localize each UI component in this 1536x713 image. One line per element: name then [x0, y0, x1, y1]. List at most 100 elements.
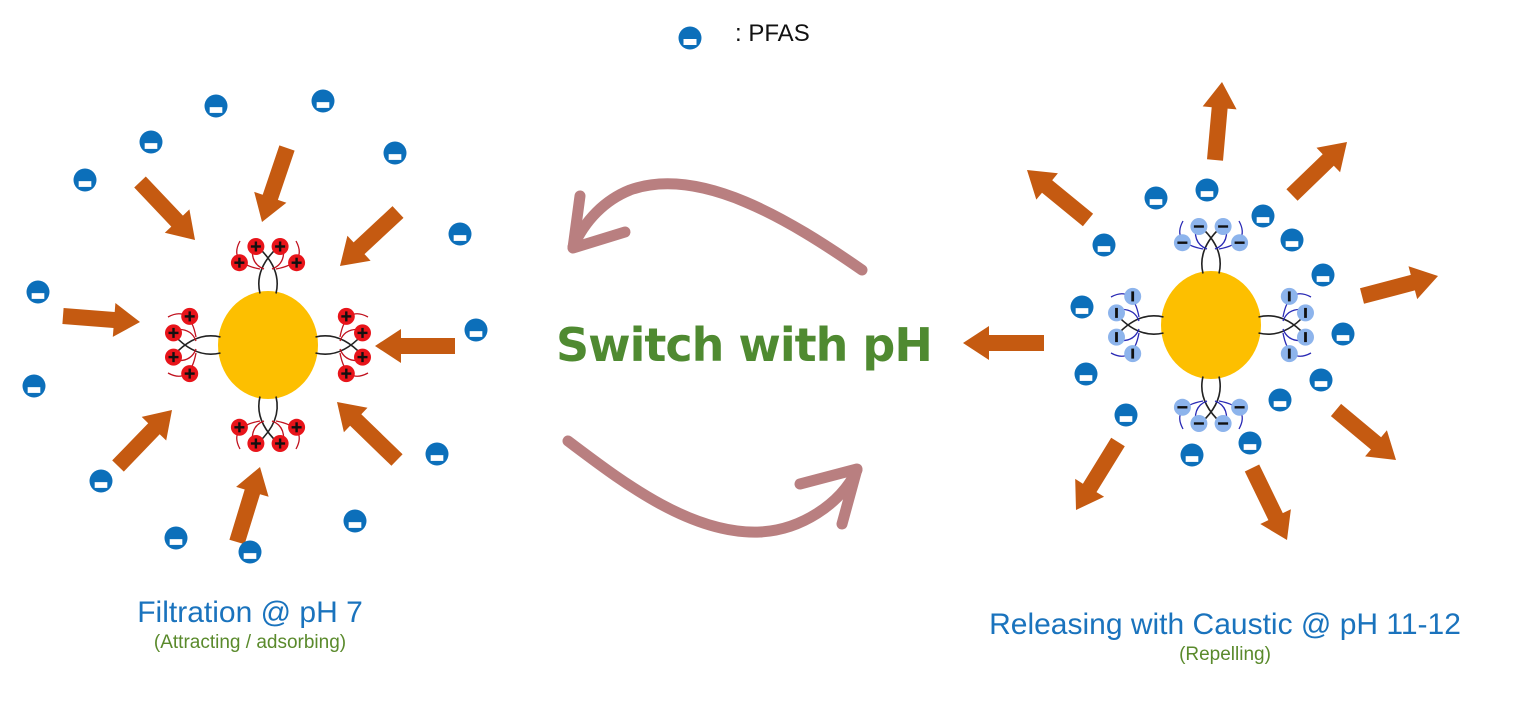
- legend-pfas-icon: [678, 26, 702, 50]
- outward-arrow-icon: [1330, 403, 1396, 460]
- pfas-molecule-icon: [383, 141, 407, 165]
- pfas-molecule-icon: [1251, 204, 1275, 228]
- pfas-molecule-icon: [1074, 362, 1098, 386]
- negative-charge-icon: [1231, 234, 1249, 252]
- pfas-molecule-icon: [164, 526, 188, 550]
- positive-charge-icon: [247, 435, 265, 452]
- pfas-molecule-icon: [238, 540, 262, 564]
- inward-arrow-icon: [112, 410, 172, 472]
- polymer-brush-cluster: [315, 307, 371, 383]
- particle-core: [1161, 271, 1261, 379]
- negative-charge-icon: [1280, 345, 1298, 363]
- positive-charge-icon: [337, 307, 355, 325]
- negative-charge-icon: [1108, 304, 1125, 322]
- positive-charge-icon: [271, 238, 289, 255]
- switch-with-ph-label: Switch with pH: [556, 318, 933, 372]
- right-caption: Releasing with Caustic @ pH 11-12 (Repel…: [945, 608, 1505, 666]
- pfas-molecule-icon: [425, 442, 449, 466]
- pfas-molecule-icon: [1195, 178, 1219, 202]
- positive-charge-icon: [354, 348, 371, 366]
- positive-charge-icon: [247, 238, 265, 255]
- right-pfas-molecules: [1070, 178, 1355, 467]
- outward-arrow-icon: [963, 326, 1044, 360]
- pfas-molecule-icon: [1070, 295, 1094, 319]
- positive-charge-icon: [165, 324, 182, 342]
- positive-charge-icon: [230, 418, 248, 436]
- inward-arrow-icon: [375, 329, 455, 363]
- negative-charge-icon: [1108, 328, 1125, 346]
- outward-arrow-icon: [1360, 266, 1438, 304]
- inward-arrow-icon: [62, 303, 140, 337]
- pfas-molecule-icon: [1114, 403, 1138, 427]
- inward-arrow-icon: [337, 402, 403, 466]
- left-inward-arrows: [62, 145, 455, 545]
- negative-charge-icon: [1231, 398, 1249, 416]
- negative-charge-icon: [1297, 304, 1314, 322]
- negative-charge-icon: [1214, 218, 1232, 235]
- pfas-molecule-icon: [343, 509, 367, 533]
- outward-arrow-icon: [1202, 82, 1237, 161]
- positive-charge-icon: [181, 307, 199, 325]
- pfas-molecule-icon: [464, 318, 488, 342]
- polymer-brush-cluster: [1258, 287, 1314, 363]
- outward-arrow-icon: [1244, 464, 1291, 540]
- right-subtitle: (Repelling): [1179, 644, 1271, 665]
- pfas-molecule-icon: [139, 130, 163, 154]
- polymer-brush-cluster: [230, 238, 306, 294]
- pfas-molecule-icon: [311, 89, 335, 113]
- polymer-brush-cluster: [230, 396, 306, 452]
- negative-charge-icon: [1124, 287, 1142, 305]
- pfas-molecule-icon: [1268, 388, 1292, 412]
- negative-charge-icon: [1173, 234, 1191, 252]
- pfas-molecule-icon: [89, 469, 113, 493]
- cycle-arrow-bottom: [562, 435, 863, 538]
- negative-charge-icon: [1124, 345, 1142, 363]
- positive-charge-icon: [337, 365, 355, 383]
- pfas-molecule-icon: [448, 222, 472, 246]
- pfas-molecule-icon: [22, 374, 46, 398]
- inward-arrow-icon: [229, 467, 269, 545]
- pfas-molecule-icon: [73, 168, 97, 192]
- pfas-molecule-icon: [1331, 322, 1355, 346]
- pfas-molecule-icon: [1144, 186, 1168, 210]
- left-adsorbent-particle: [165, 238, 371, 452]
- positive-charge-icon: [271, 435, 289, 452]
- inward-arrow-icon: [254, 145, 295, 222]
- outward-arrow-icon: [1027, 170, 1094, 227]
- left-subtitle: (Attracting / adsorbing): [153, 632, 347, 653]
- positive-charge-icon: [181, 365, 199, 383]
- cycle-arrow-top: [567, 178, 868, 276]
- pfas-molecule-icon: [1309, 368, 1333, 392]
- pfas-molecule-icon: [1180, 443, 1204, 467]
- pfas-molecule-icon: [1238, 431, 1262, 455]
- polymer-brush-cluster: [1173, 218, 1249, 274]
- right-adsorbent-particle: [1108, 218, 1314, 432]
- negative-charge-icon: [1190, 218, 1208, 235]
- negative-charge-icon: [1297, 328, 1314, 346]
- positive-charge-icon: [288, 418, 306, 436]
- pfas-molecule-icon: [1280, 228, 1304, 252]
- left-pfas-molecules: [22, 89, 488, 564]
- negative-charge-icon: [1280, 287, 1298, 305]
- left-title: Filtration @ pH 7: [137, 596, 363, 629]
- negative-charge-icon: [1190, 415, 1208, 432]
- negative-charge-icon: [1214, 415, 1232, 432]
- positive-charge-icon: [230, 254, 248, 272]
- right-outward-arrows: [963, 82, 1438, 540]
- positive-charge-icon: [288, 254, 306, 272]
- positive-charge-icon: [165, 348, 182, 366]
- pfas-molecule-icon: [1092, 233, 1116, 257]
- left-caption: Filtration @ pH 7 (Attracting / adsorbin…: [100, 596, 400, 654]
- polymer-brush-cluster: [1108, 287, 1164, 363]
- polymer-brush-cluster: [165, 307, 221, 383]
- positive-charge-icon: [354, 324, 371, 342]
- negative-charge-icon: [1173, 398, 1191, 416]
- inward-arrow-icon: [134, 176, 195, 240]
- particle-core: [218, 291, 318, 399]
- pfas-molecule-icon: [204, 94, 228, 118]
- polymer-brush-cluster: [1173, 376, 1249, 432]
- legend-label: : PFAS: [735, 20, 810, 47]
- outward-arrow-icon: [1075, 437, 1125, 510]
- pfas-molecule-icon: [1311, 263, 1335, 287]
